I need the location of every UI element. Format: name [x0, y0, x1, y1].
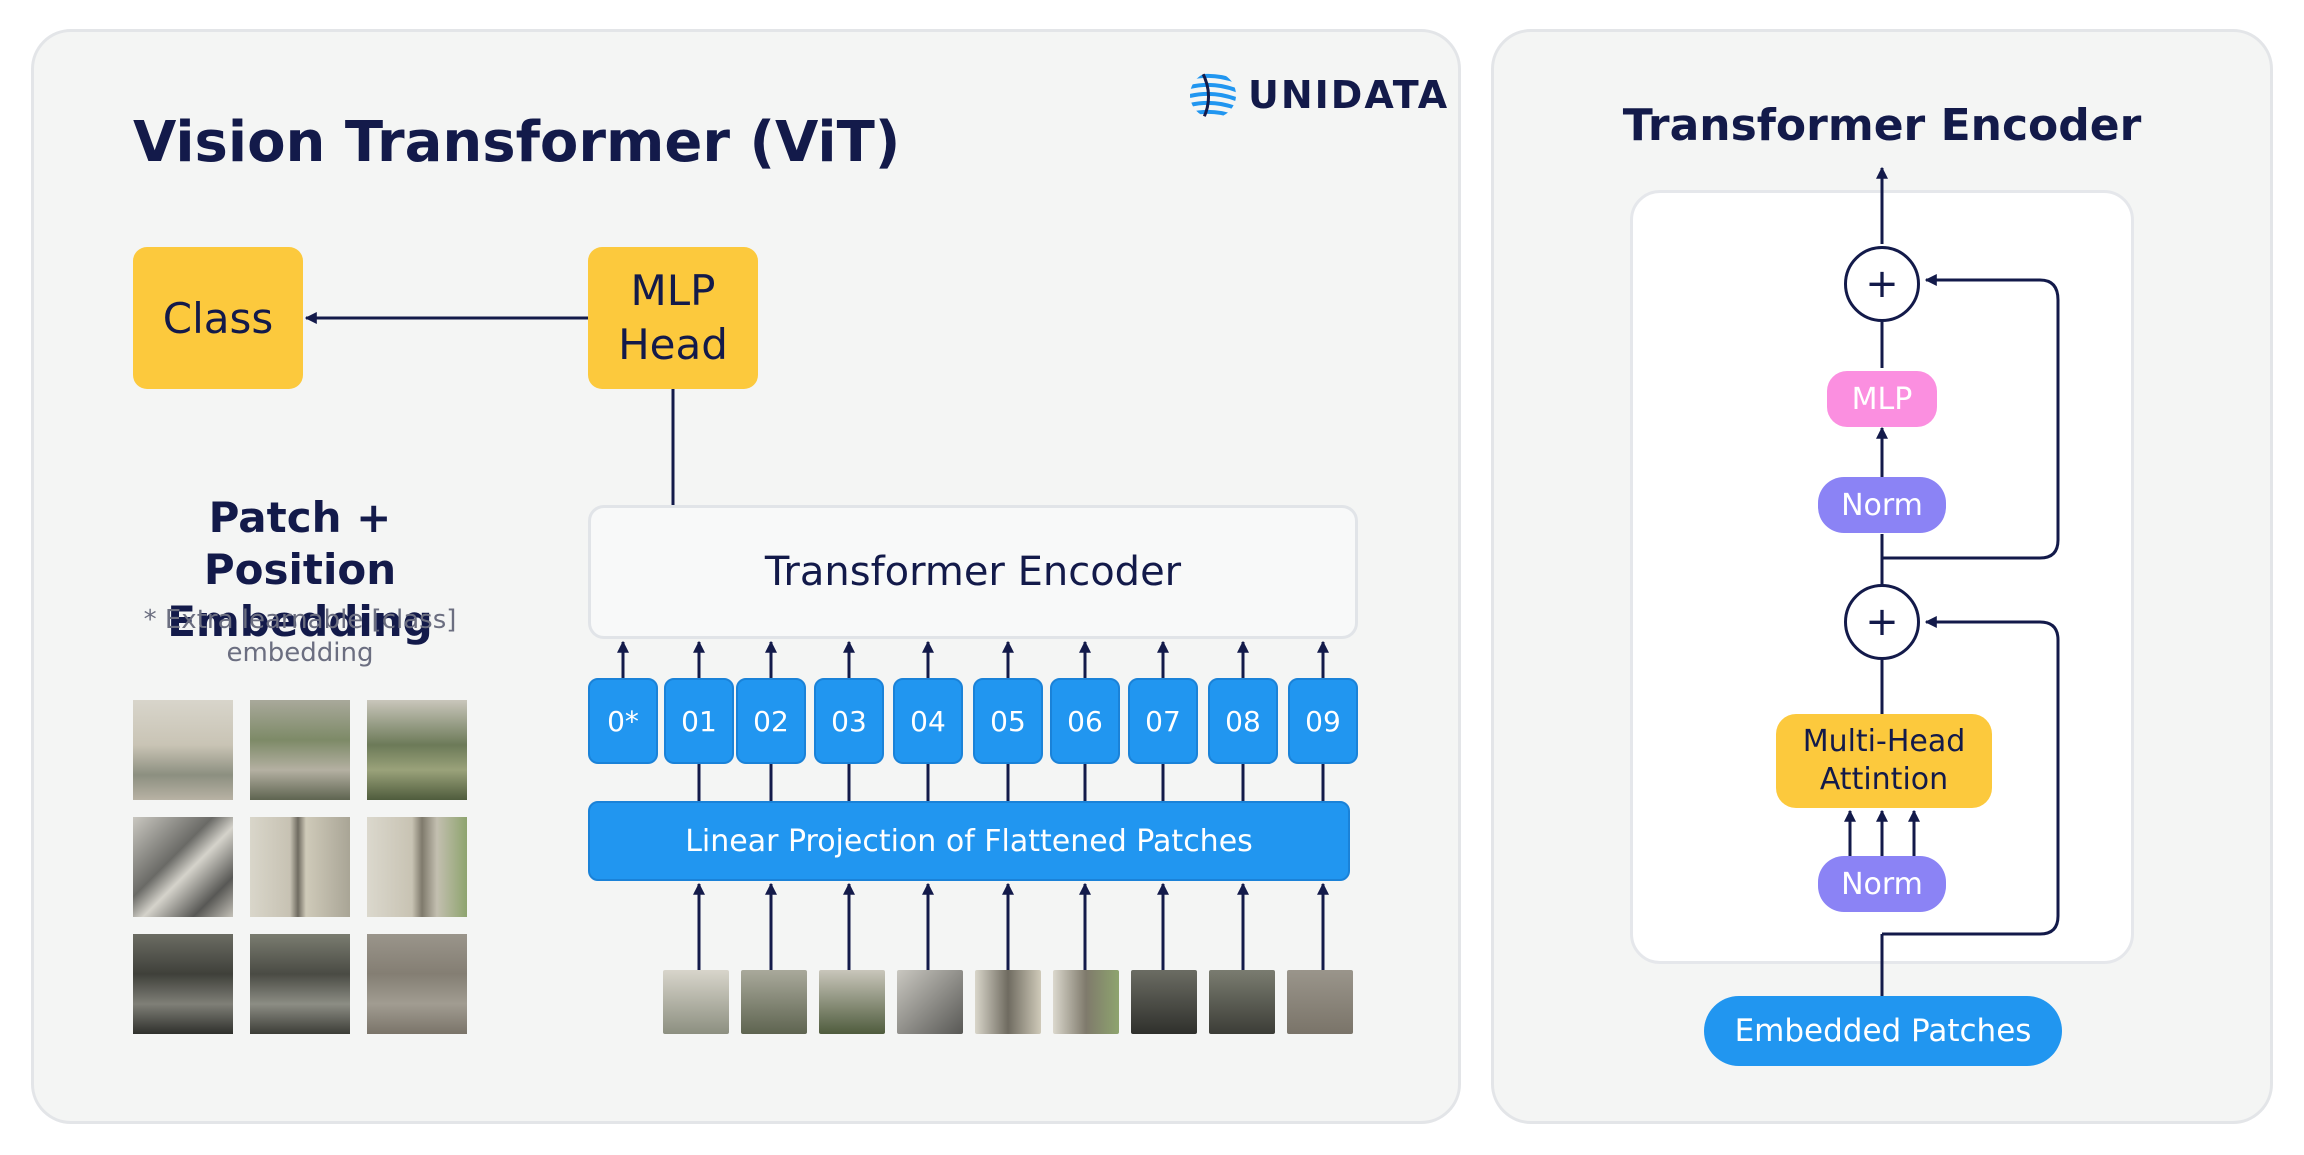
- patch-thumbnail: [819, 970, 885, 1034]
- embedding-title-2: Embedding: [167, 597, 433, 646]
- encoder-detail-title: Transformer Encoder: [1622, 100, 2142, 151]
- image-patch: [133, 700, 233, 800]
- norm-top-label: Norm: [1841, 487, 1923, 523]
- patch-thumbnail: [1209, 970, 1275, 1034]
- token-box: 04: [893, 678, 963, 764]
- transformer-encoder-label: Transformer Encoder: [764, 549, 1182, 595]
- mlp-head-label-1: MLP: [630, 266, 716, 315]
- norm-bottom-label: Norm: [1841, 866, 1923, 902]
- linear-projection-label: Linear Projection of Flattened Patches: [685, 823, 1253, 859]
- patch-thumbnail: [663, 970, 729, 1034]
- embedding-title-1: Patch + Position: [203, 493, 397, 594]
- image-patch: [133, 817, 233, 917]
- token-label: 04: [910, 704, 946, 738]
- globe-stripes-icon: [1190, 72, 1236, 118]
- token-label: 09: [1305, 704, 1341, 738]
- token-label: 05: [990, 704, 1026, 738]
- logo: UNIDATA: [1188, 70, 1449, 120]
- token-box: 08: [1208, 678, 1278, 764]
- patch-thumbnail: [1131, 970, 1197, 1034]
- residual-add-bottom: +: [1844, 584, 1920, 660]
- token-box: 05: [973, 678, 1043, 764]
- embedded-patches-block: Embedded Patches: [1704, 996, 2062, 1066]
- token-label: 01: [681, 704, 717, 738]
- norm-bottom-block: Norm: [1818, 856, 1946, 912]
- token-box: 03: [814, 678, 884, 764]
- embedding-note-1: * Extra learnable [class]: [143, 605, 457, 635]
- mha-label-2: Attintion: [1819, 762, 1949, 797]
- linear-projection-box: Linear Projection of Flattened Patches: [588, 801, 1350, 881]
- token-label: 07: [1145, 704, 1181, 738]
- residual-add-top: +: [1844, 246, 1920, 322]
- embedding-note-2: embedding: [226, 638, 374, 668]
- image-patch: [367, 934, 467, 1034]
- patch-thumbnail: [975, 970, 1041, 1034]
- mlp-label: MLP: [1851, 381, 1913, 417]
- token-label: 08: [1225, 704, 1261, 738]
- token-label: 0*: [607, 704, 639, 738]
- mlp-head-box: MLP Head: [588, 247, 758, 389]
- token-box: 06: [1050, 678, 1120, 764]
- patch-thumbnail: [897, 970, 963, 1034]
- image-patch: [250, 700, 350, 800]
- token-label: 06: [1067, 704, 1103, 738]
- plus-symbol: +: [1865, 261, 1899, 307]
- image-patch: [250, 817, 350, 917]
- patch-thumbnail: [1287, 970, 1353, 1034]
- token-box: 09: [1288, 678, 1358, 764]
- embedding-note: * Extra learnable [class] embedding: [120, 604, 480, 670]
- plus-symbol: +: [1865, 599, 1899, 645]
- multi-head-attention-block: Multi-Head Attintion: [1776, 714, 1992, 808]
- transformer-encoder-box: Transformer Encoder: [588, 505, 1358, 639]
- class-box: Class: [133, 247, 303, 389]
- patch-thumbnail: [1053, 970, 1119, 1034]
- image-patch: [133, 934, 233, 1034]
- norm-top-block: Norm: [1818, 477, 1946, 533]
- token-box: 07: [1128, 678, 1198, 764]
- token-box: 0*: [588, 678, 658, 764]
- token-box: 02: [736, 678, 806, 764]
- mlp-head-label-2: Head: [618, 320, 728, 369]
- embedded-patches-label: Embedded Patches: [1734, 1013, 2032, 1049]
- embedding-title: Patch + Position Embedding: [120, 492, 480, 648]
- mlp-block: MLP: [1827, 371, 1937, 427]
- image-patch: [367, 817, 467, 917]
- class-label: Class: [162, 293, 274, 343]
- mha-label-1: Multi-Head: [1802, 724, 1966, 759]
- logo-text: UNIDATA: [1248, 73, 1450, 117]
- page-title: Vision Transformer (ViT): [133, 110, 901, 175]
- token-box: 01: [664, 678, 734, 764]
- token-label: 02: [753, 704, 789, 738]
- token-label: 03: [831, 704, 867, 738]
- image-patch: [367, 700, 467, 800]
- image-patch: [250, 934, 350, 1034]
- patch-thumbnail: [741, 970, 807, 1034]
